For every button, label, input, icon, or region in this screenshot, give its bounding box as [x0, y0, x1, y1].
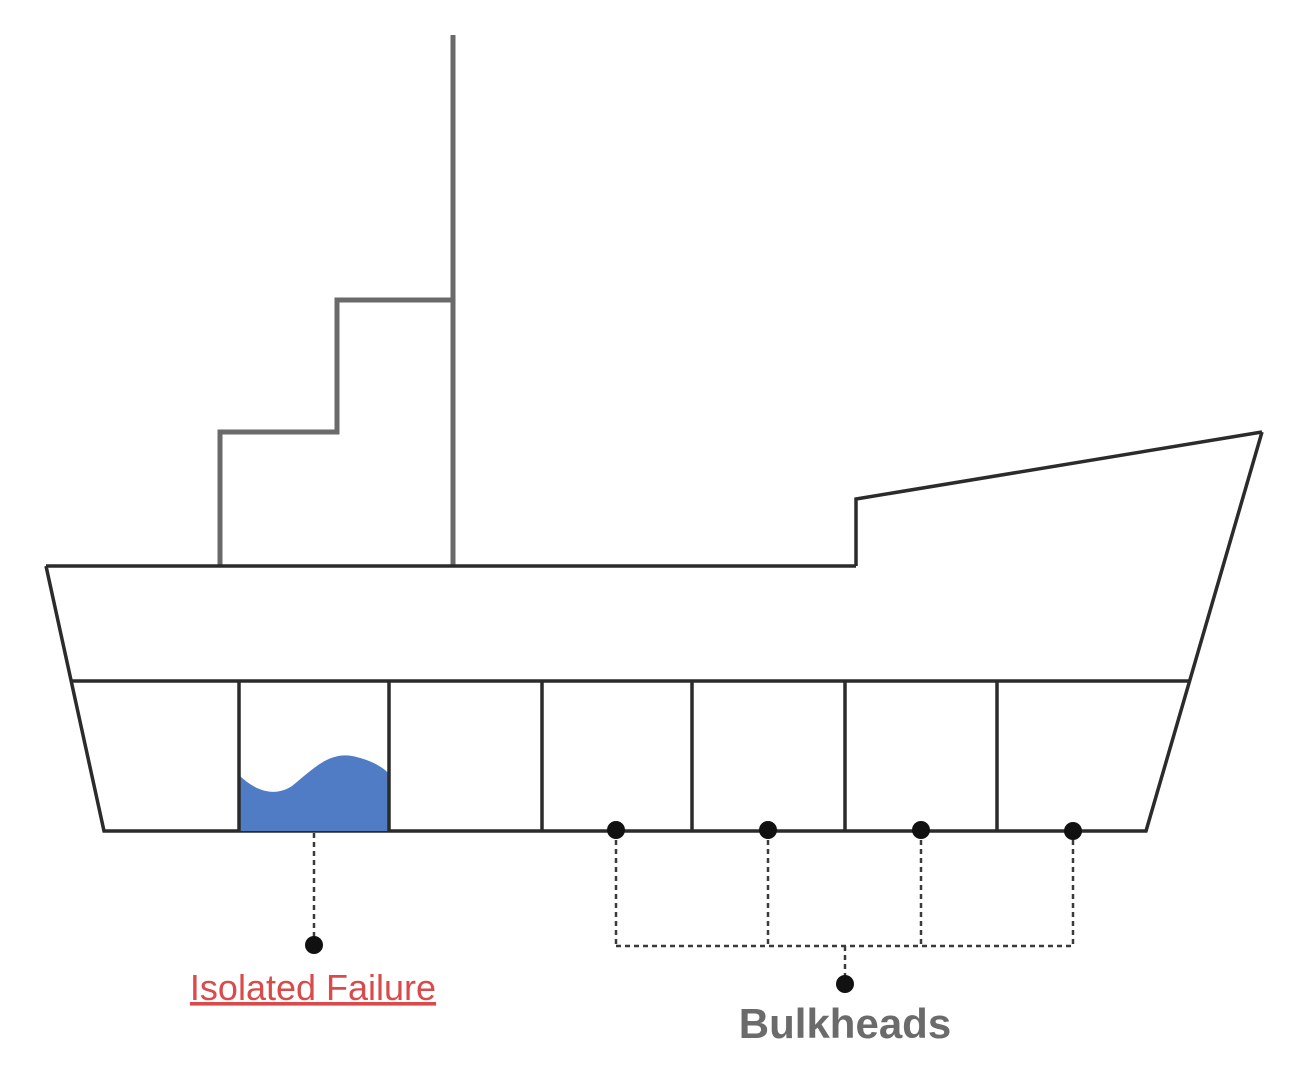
forecastle-outline: [854, 430, 1263, 566]
bulkhead-dot: [607, 821, 625, 839]
flood-water: [239, 755, 389, 831]
bulkhead-dot: [759, 821, 777, 839]
bulkhead-dot: [912, 821, 930, 839]
isolated-failure-label[interactable]: Isolated Failure: [190, 967, 436, 1008]
bulkheads-label-dot: [836, 975, 854, 993]
bulkheads-label: Bulkheads: [739, 1000, 951, 1047]
bulkhead-dot: [1064, 822, 1082, 840]
superstructure-outline: [217, 297, 453, 566]
hull-outline: [44, 431, 1264, 833]
isolated-failure-dot: [305, 936, 323, 954]
